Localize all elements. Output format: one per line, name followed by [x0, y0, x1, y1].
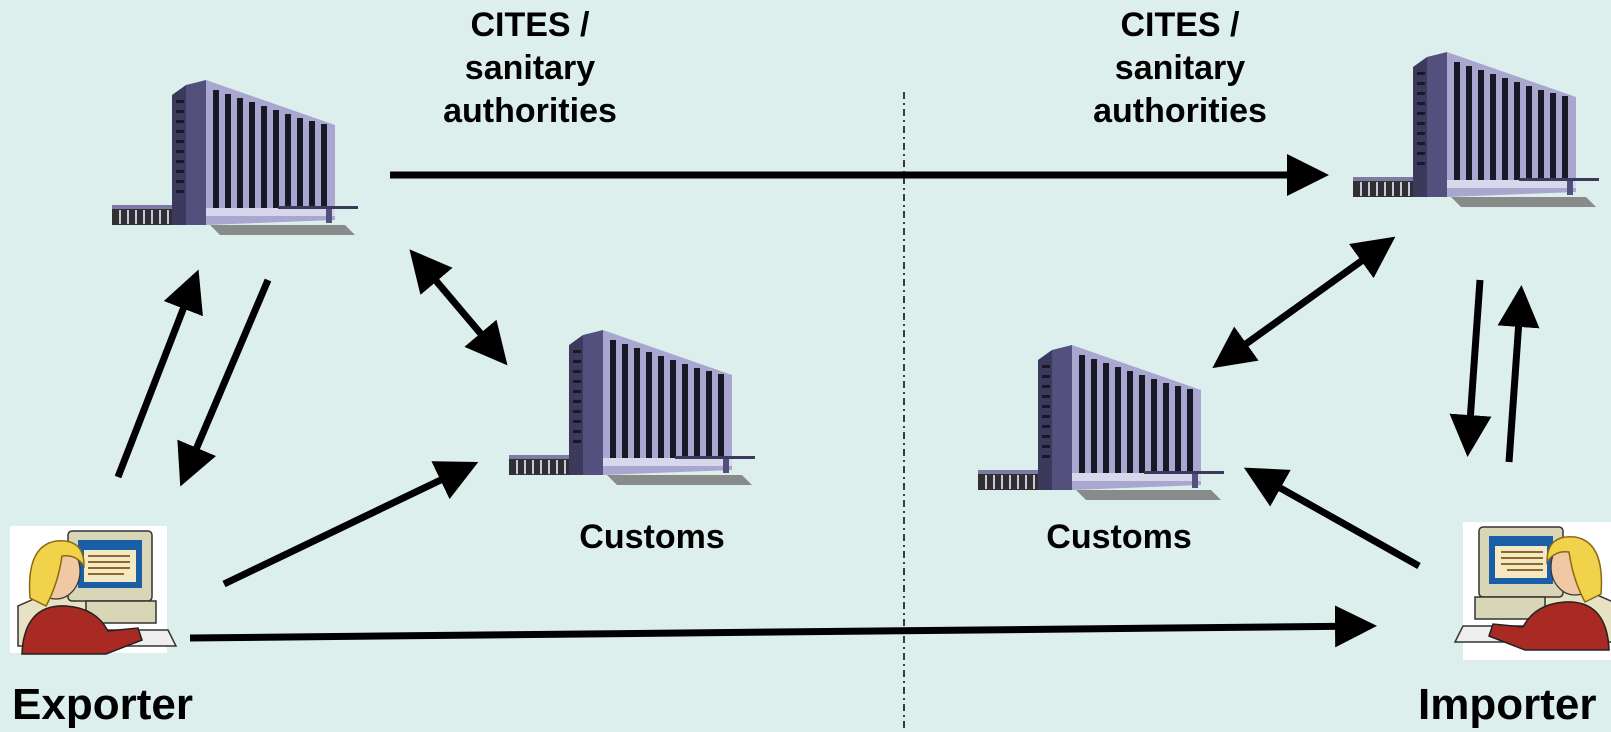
exporter-icon	[10, 526, 177, 655]
import-authority-building-icon	[1352, 51, 1600, 208]
export-customs-building-icon	[508, 329, 756, 486]
export-customs-label: Customs	[579, 518, 725, 556]
arrow-exporter-to-customs	[222, 461, 479, 588]
import-customs-building-icon	[977, 344, 1225, 501]
arrow-authority-to-importer	[1449, 279, 1492, 457]
arrow-exporter-to-authority	[114, 269, 203, 479]
arrow-importer-to-authority	[1497, 285, 1540, 463]
arrow-authority-to-exporter	[177, 278, 272, 487]
export-authority-label: CITES / sanitary authorities	[443, 6, 617, 130]
import-authority-label: CITES / sanitary authorities	[1093, 6, 1267, 130]
arrow-exporter-to-importer	[189, 605, 1377, 648]
exporter-label: Exporter	[12, 680, 193, 729]
arrow-authority-customs-export	[409, 249, 508, 366]
arrow-importer-to-customs	[1243, 467, 1421, 570]
import-customs-label: Customs	[1046, 518, 1192, 556]
importer-label: Importer	[1418, 680, 1597, 729]
export-authority-building-icon	[111, 79, 359, 236]
importer-icon	[1454, 522, 1611, 660]
arrow-authority-customs-import	[1212, 236, 1396, 369]
